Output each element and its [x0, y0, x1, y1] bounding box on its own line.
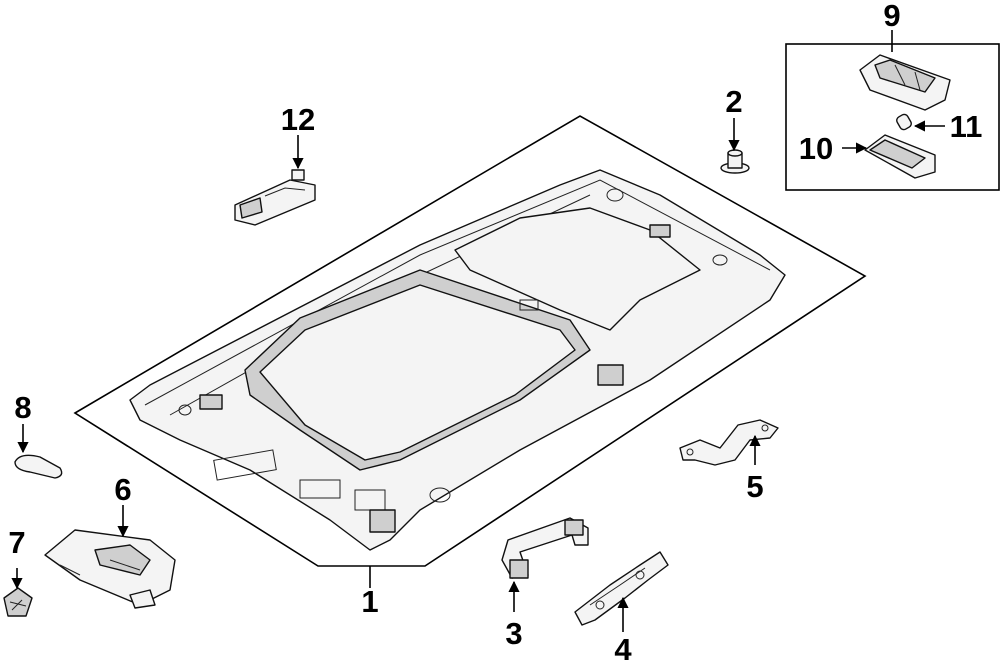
console-lens-part[interactable]	[864, 134, 936, 179]
callout-2: 2	[725, 84, 742, 119]
callout-3: 3	[505, 616, 522, 651]
headliner-outline	[73, 115, 867, 567]
grab-handle-part[interactable]	[501, 517, 589, 579]
leader-lines	[11, 30, 945, 632]
bracket-part[interactable]	[679, 419, 779, 466]
callout-5: 5	[746, 469, 763, 504]
harness-bracket-part[interactable]	[574, 551, 669, 626]
callout-1: 1	[361, 584, 378, 619]
sun-visor-part[interactable]	[44, 529, 176, 609]
headliner-panel[interactable]	[129, 169, 786, 551]
callout-9: 9	[883, 0, 900, 33]
callout-6: 6	[114, 472, 131, 507]
callout-7: 7	[8, 525, 25, 560]
callout-11: 11	[950, 109, 983, 144]
sunroof-opening-rear	[454, 207, 701, 331]
lamp-lens-part[interactable]	[14, 454, 63, 479]
visor-clip-part[interactable]	[3, 587, 33, 617]
roof-lamp-part[interactable]	[234, 169, 316, 226]
callout-10: 10	[799, 131, 833, 166]
bulb-part[interactable]	[895, 113, 912, 131]
callout-8: 8	[14, 390, 31, 425]
callout-12: 12	[281, 102, 315, 137]
callout-labels: 1 2 3 4 5 6 7 8 9 10 11 12	[8, 0, 982, 663]
callout-4: 4	[614, 632, 632, 663]
clip-part[interactable]	[720, 149, 750, 174]
overhead-console-part[interactable]	[859, 54, 951, 111]
